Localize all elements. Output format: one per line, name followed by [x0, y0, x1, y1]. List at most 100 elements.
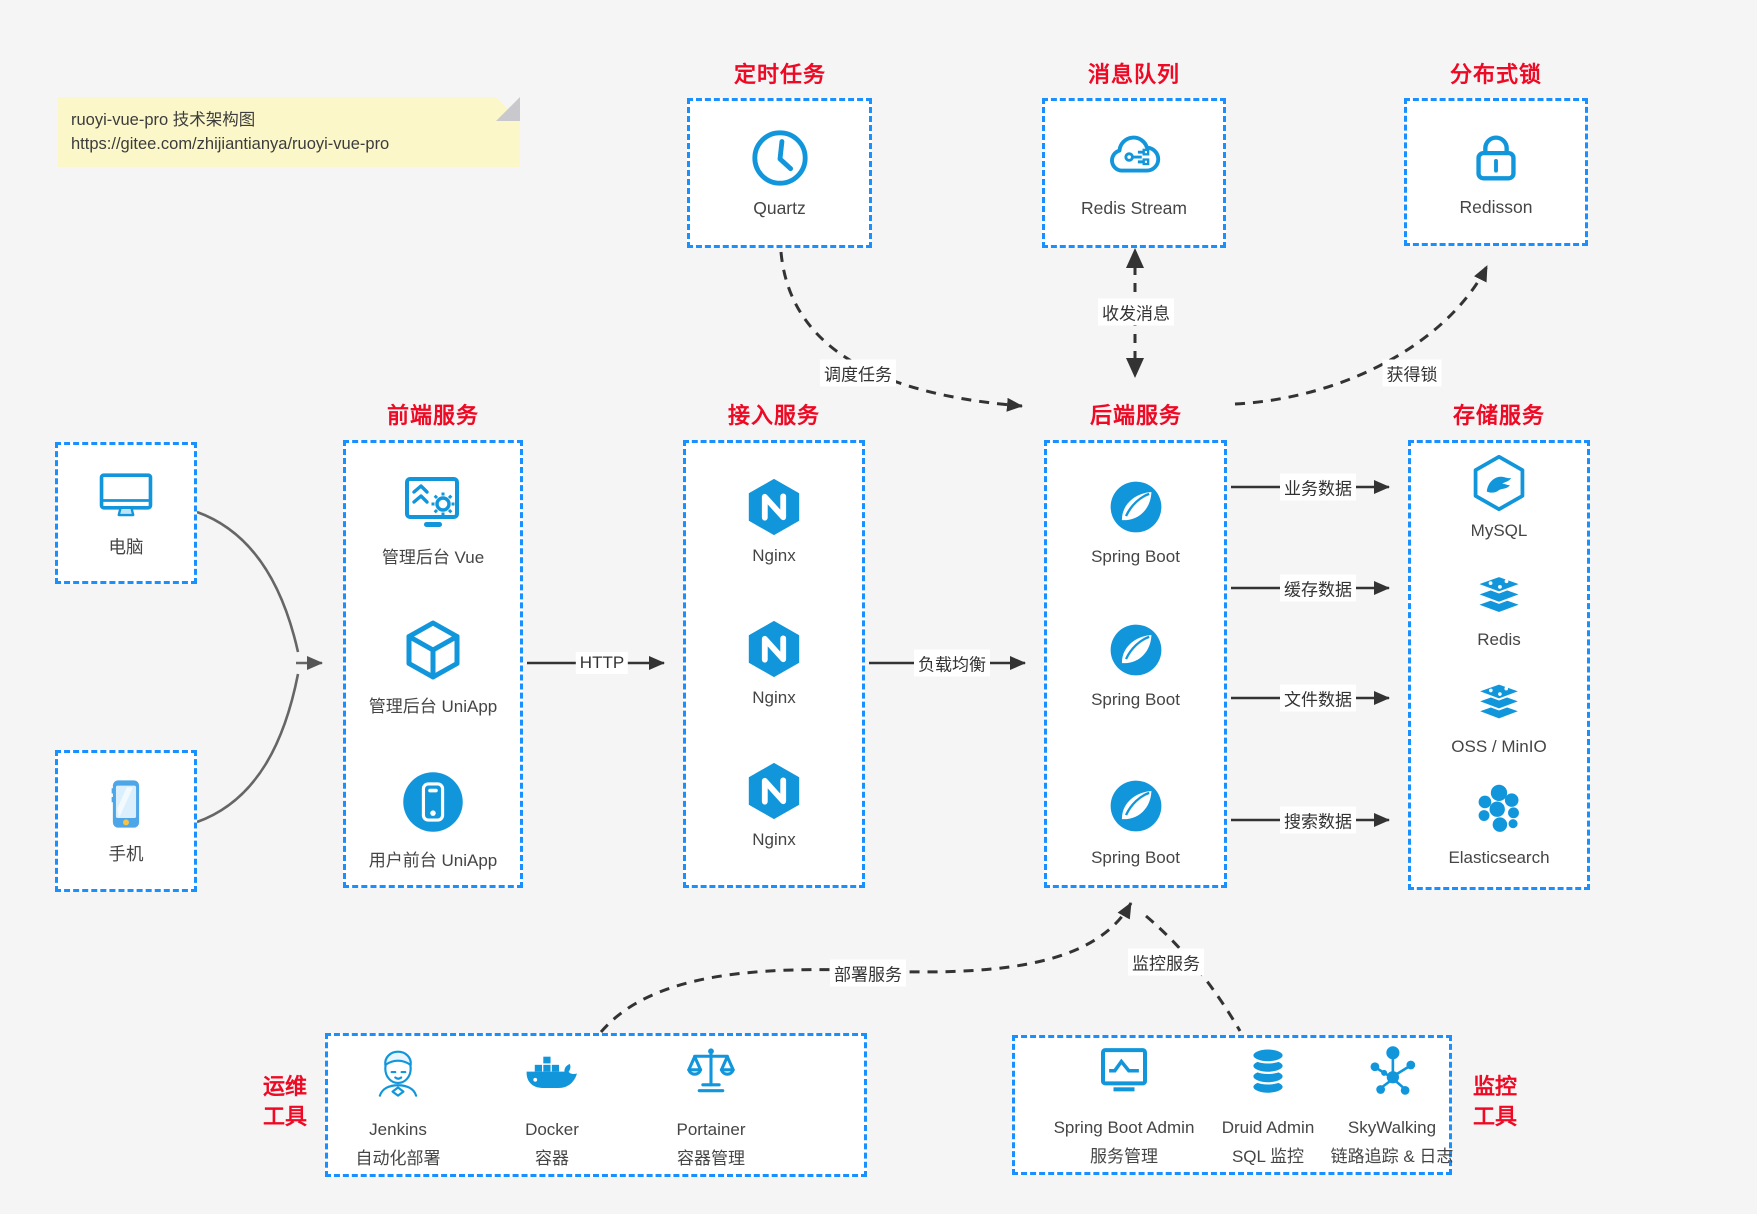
- node-druid-desc: SQL 监控: [1231, 1147, 1305, 1166]
- node-redis: [1408, 562, 1590, 622]
- node-quartz-label: Quartz: [753, 198, 806, 218]
- title-mq: 消息队列: [1087, 62, 1180, 87]
- cube-icon: [401, 618, 465, 682]
- monitor-chart-icon: [1096, 1044, 1152, 1100]
- edge-label-message: 收发消息: [1098, 298, 1174, 326]
- title-ops-line1: 运维: [262, 1074, 307, 1099]
- node-admin-uniapp-label: 管理后台 UniApp: [368, 697, 498, 716]
- node-redis-stream: Redis Stream: [1042, 98, 1226, 248]
- note-title: ruoyi-vue-pro 技术架构图: [71, 111, 256, 129]
- title-ops-line2: 工具: [262, 1104, 307, 1129]
- node-computer: 电脑: [55, 442, 197, 584]
- node-sb-admin-desc: 服务管理: [1090, 1147, 1158, 1166]
- edge-label-cache-data: 缓存数据: [1280, 574, 1356, 602]
- cloud-icon: [1110, 135, 1161, 173]
- group-ops-box: [325, 1033, 867, 1177]
- node-redisson-label: Redisson: [1459, 197, 1533, 217]
- node-springboot-2: [1044, 621, 1227, 679]
- edge-message-arrow-down: [1126, 358, 1144, 378]
- edge-phone-to-front: [196, 673, 300, 824]
- edge-label-http: HTTP: [575, 652, 629, 674]
- title-access: 接入服务: [727, 403, 820, 428]
- node-springboot-1-label: Spring Boot: [1091, 547, 1180, 566]
- title-monitor-line1: 监控: [1472, 1074, 1517, 1099]
- edge-lock-curve: [1234, 265, 1489, 406]
- nginx-icon: [743, 618, 805, 680]
- nginx-icon: [743, 476, 805, 538]
- title-front: 前端服务: [386, 403, 479, 428]
- edge-message-arrow-up: [1126, 248, 1144, 268]
- node-skywalking: [1272, 1044, 1512, 1100]
- phone-icon: [111, 780, 140, 828]
- edge-computer-to-front: [196, 510, 300, 653]
- node-jenkins-desc: 自动化部署: [355, 1149, 441, 1168]
- node-mysql-label: MySQL: [1470, 521, 1528, 540]
- title-storage: 存储服务: [1452, 403, 1545, 428]
- note-fold-corner: [496, 97, 520, 121]
- node-nginx-2-label: Nginx: [752, 688, 796, 707]
- node-quartz: Quartz: [687, 98, 872, 248]
- node-redis-label: Redis: [1477, 630, 1521, 649]
- edge-label-monitor: 监控服务: [1128, 948, 1204, 976]
- network-icon: [1369, 1044, 1417, 1097]
- node-nginx-1: [683, 476, 865, 538]
- scales-icon: [687, 1046, 735, 1093]
- clock-icon: [749, 127, 811, 189]
- edge-label-deploy: 部署服务: [830, 959, 906, 987]
- node-portainer-desc: 容器管理: [677, 1149, 745, 1168]
- edge-label-business-data: 业务数据: [1280, 473, 1356, 501]
- docker-icon: [526, 1056, 577, 1088]
- node-phone: 手机: [55, 750, 197, 892]
- elasticsearch-icon: [1478, 784, 1519, 832]
- title-backend: 后端服务: [1089, 403, 1182, 428]
- spring-icon: [1108, 623, 1163, 677]
- node-computer-label: 电脑: [108, 537, 144, 557]
- node-docker-desc: 容器: [535, 1149, 569, 1168]
- group-storage-box: [1408, 440, 1590, 890]
- title-lock: 分布式锁: [1449, 62, 1542, 87]
- jenkins-icon: [378, 1050, 418, 1097]
- node-elasticsearch-label: Elasticsearch: [1448, 848, 1550, 867]
- node-nginx-2: [683, 618, 865, 680]
- title-scheduler: 定时任务: [733, 62, 826, 87]
- node-springboot-1: [1044, 478, 1227, 536]
- node-sb-admin-name: Spring Boot Admin: [1053, 1118, 1195, 1137]
- node-admin-uniapp: [343, 618, 523, 682]
- node-user-uniapp-label: 用户前台 UniApp: [368, 851, 498, 870]
- node-springboot-2-label: Spring Boot: [1091, 690, 1180, 709]
- node-user-uniapp: [343, 768, 523, 836]
- node-skywalking-desc: 链路追踪 & 日志: [1330, 1147, 1454, 1166]
- node-druid-name: Druid Admin: [1221, 1118, 1315, 1137]
- nginx-icon: [743, 760, 805, 822]
- user-app-icon: [401, 770, 465, 834]
- node-elasticsearch: [1408, 782, 1590, 840]
- node-docker-name: Docker: [525, 1120, 579, 1139]
- node-oss-minio-label: OSS / MinIO: [1451, 737, 1547, 756]
- stack-icon: [1476, 682, 1522, 721]
- mysql-icon: [1473, 454, 1525, 512]
- node-portainer: [611, 1044, 811, 1102]
- spring-icon: [1108, 480, 1163, 534]
- node-skywalking-name: SkyWalking: [1347, 1118, 1437, 1137]
- edge-label-search-data: 搜索数据: [1280, 806, 1356, 834]
- node-mysql: [1408, 453, 1590, 513]
- spring-icon: [1108, 779, 1163, 833]
- node-admin-vue: [343, 472, 523, 536]
- lock-icon: [1465, 126, 1527, 188]
- title-monitor-line2: 工具: [1472, 1104, 1517, 1129]
- edge-schedule-curve: [779, 251, 1023, 412]
- node-redisson: Redisson: [1404, 98, 1588, 246]
- node-phone-label: 手机: [108, 844, 144, 864]
- sticky-note: ruoyi-vue-pro 技术架构图 https://gitee.com/zh…: [58, 97, 520, 167]
- admin-vue-icon: [405, 477, 459, 529]
- node-nginx-3: [683, 760, 865, 822]
- node-admin-vue-label: 管理后台 Vue: [381, 548, 485, 567]
- node-redis-stream-label: Redis Stream: [1080, 198, 1187, 218]
- edge-label-file-data: 文件数据: [1280, 684, 1356, 712]
- stack-icon: [1475, 575, 1523, 615]
- node-springboot-3-label: Spring Boot: [1091, 848, 1180, 867]
- node-nginx-1-label: Nginx: [752, 546, 796, 565]
- node-springboot-3: [1044, 777, 1227, 835]
- node-jenkins-name: Jenkins: [369, 1120, 427, 1139]
